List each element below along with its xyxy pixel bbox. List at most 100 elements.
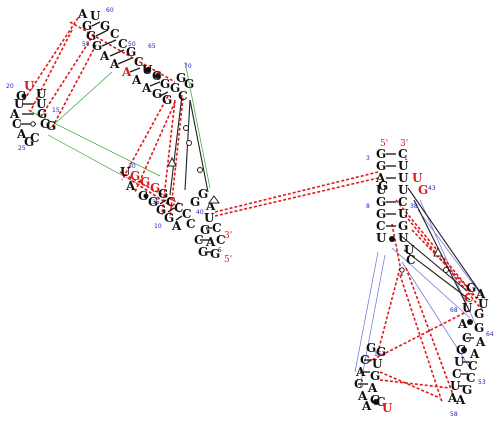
interaction-line [49,71,113,129]
nucleotide-label: A [99,49,110,63]
nucleotide-label: U [120,165,131,179]
nucleotide-label: G [184,77,194,91]
filled-circle-symbol [389,236,395,242]
nucleotide-label: C [406,253,416,267]
residue-number: 5 [218,247,222,254]
nucleotide-label: U [404,243,415,257]
left-molecule: U G U U U A G C G A G G C A U G G G C [6,7,232,265]
filled-circle-symbol [155,73,161,79]
nucleotide-label: U [90,9,101,23]
nucleotide-label: G [376,147,386,161]
interaction-line [401,261,471,369]
nucleotide-label: G [158,187,168,201]
nucleotide-label: G [376,195,386,209]
interaction-line [403,249,471,301]
nucleotide-label: U [376,183,387,197]
left-red-interactions [23,17,184,219]
nucleotide-label: A [361,399,372,413]
interaction-line [395,199,479,301]
interaction-line [121,95,169,181]
filled-circle-symbol [467,319,473,325]
nucleotide-label: G [156,203,166,217]
nucleotide-label: A [141,81,152,95]
right-lower-helix: G A C U U G A G C A G A U C C C U G A A [447,281,489,407]
residue-number: 65 [148,43,156,50]
interaction-line [29,29,73,113]
left-top-helix: A U G G G C G C A G A C A U A C A G G G … [77,7,194,107]
left-3prime-label: 3' [224,231,232,241]
nucleotide-label: A [205,199,216,213]
nucleotide-label: U [398,207,409,221]
nucleotide-label: G [474,307,484,321]
residue-number: 10 [154,223,162,230]
nucleotide-label: C [110,27,120,41]
nucleotide-label: C [464,291,474,305]
interaction-line [127,177,181,213]
residue-number: 35 [152,199,160,206]
residue-number: 20 [6,83,14,90]
nucleotide-label: G [376,345,386,359]
nucleotide-label: A [77,7,88,21]
filled-circle-symbol [145,67,151,73]
nucleotide-label: U [376,231,387,245]
nucleotide-label: A [457,317,468,331]
triangle-symbol [208,195,220,204]
residue-number: 70 [184,63,192,70]
circle-symbol [183,125,189,131]
filled-circle-symbol [21,93,27,99]
interaction-line [379,371,441,399]
nucleotide-label: G [130,169,140,183]
left-bottom-stem: U G C C A G G C [194,211,226,261]
nucleotide-label: U [462,301,473,315]
nucleotide-label: G [378,179,388,193]
nucleotide-label: G [46,119,56,133]
nucleotide-label: C [468,359,478,373]
nucleotide-label: G [474,321,484,335]
interaction-line [405,267,456,401]
interaction-line [354,251,379,373]
nucleotide-label: C [134,55,144,69]
nucleotide-label: U [204,211,215,225]
nucleotide-label: U [478,297,489,311]
nucleotide-label: A [16,127,27,141]
right-molecule: G C G U A U U U G C G U C G U U U C G U … [354,139,494,418]
inter-molecule-link [214,171,379,213]
right-red-interactions [367,199,483,403]
nucleotide-label: C [216,233,226,247]
interaction-line [23,17,79,101]
base-pair-line [129,67,141,73]
nucleotide-label: U [454,355,465,369]
base-pair-line [95,29,109,37]
nucleotide-label: G [138,189,148,203]
nucleotide-label: G [170,81,180,95]
nucleotide-label: G [418,183,428,197]
nucleotide-label: G [162,93,172,107]
nucleotide-label: A [375,171,386,185]
interaction-line [189,99,209,193]
residue-number: 60 [106,7,114,14]
base-pair-line [159,199,167,205]
interaction-line [391,223,403,277]
nucleotide-label: G [37,107,47,121]
nucleotide-label: G [210,247,220,261]
nucleotide-label: G [398,219,408,233]
residue-number: 25 [18,145,26,152]
circle-symbol [443,267,449,273]
nucleotide-label: U [398,159,409,173]
residue-number: 64 [486,331,494,338]
nucleotide-label: U [372,357,383,371]
interaction-line [39,33,95,119]
base-pair-line [91,21,101,27]
circle-symbol [186,140,192,146]
right-3prime-label: 3' [400,139,408,149]
filled-circle-symbol [143,193,149,199]
circle-symbol [30,121,36,127]
nucleotide-label: G [176,71,186,85]
nucleotide-label: G [82,19,92,33]
nucleotide-label: U [450,379,461,393]
nucleotide-label: A [469,347,480,361]
left-middle-helix: U G G A G G G G C G C G C A C G G A [120,165,220,233]
interaction-line [377,267,401,353]
triangle-symbol [167,156,177,167]
nucleotide-label: A [447,391,458,405]
